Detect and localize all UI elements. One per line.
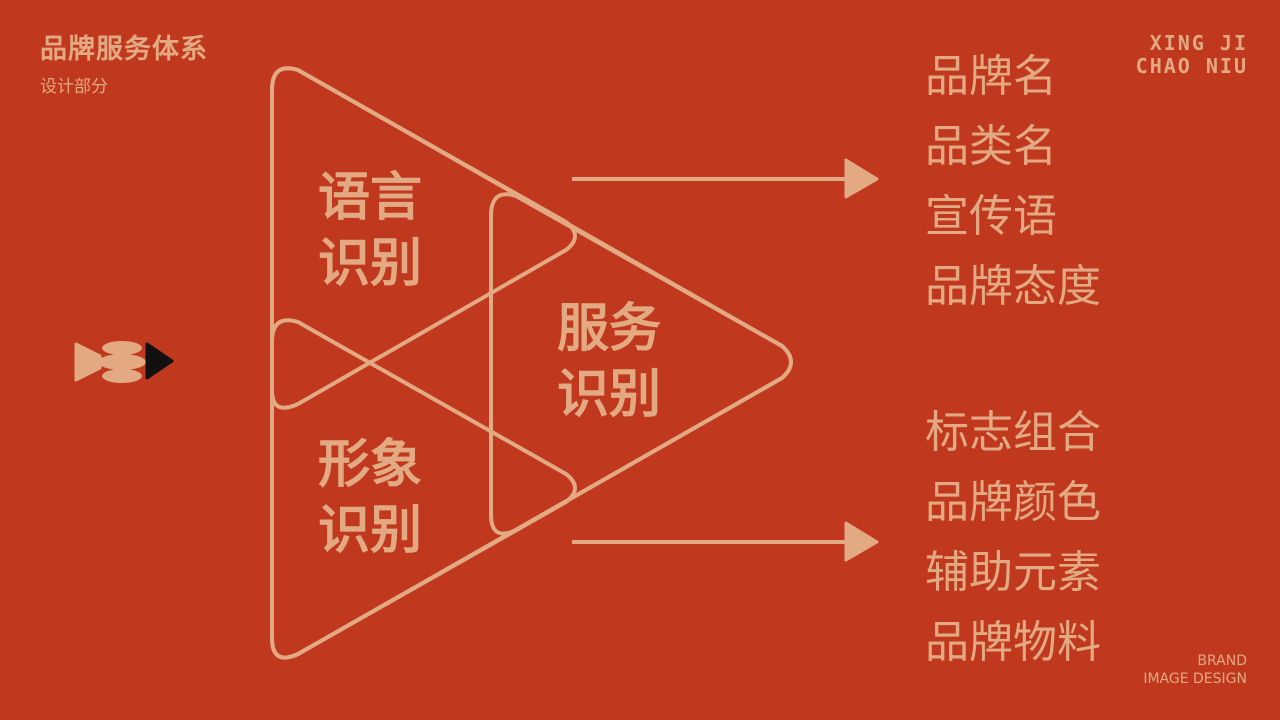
list-item: 品牌颜色	[925, 477, 1101, 528]
language-identity-label: 语言 识别	[318, 165, 422, 297]
image-identity-label: 形象 识别	[318, 432, 422, 564]
footer-line-2: IMAGE DESIGN	[1143, 671, 1247, 687]
language-identity-line-1: 语言	[318, 168, 423, 228]
footer-caption: BRAND IMAGE DESIGN	[1143, 652, 1247, 688]
fish-play-icon	[74, 341, 174, 383]
service-triangle	[489, 192, 793, 536]
logo-line-1: XING JI	[1149, 31, 1248, 55]
service-identity-line-2: 识别	[557, 365, 662, 425]
list-item: 辅助元素	[925, 547, 1101, 598]
outer-triangle	[270, 66, 793, 660]
list-item: 品牌名	[925, 51, 1057, 102]
list-item: 品类名	[925, 121, 1057, 172]
image-identity-line-1: 形象	[318, 435, 423, 495]
page-title: 品牌服务体系	[40, 34, 208, 65]
language-triangle	[270, 66, 577, 410]
arrow-bottom	[572, 521, 879, 562]
image-identity-line-2: 识别	[318, 501, 423, 561]
language-items-list: 品牌名 品类名 宣传语 品牌态度	[925, 42, 1101, 322]
service-identity-label: 服务 识别	[557, 296, 661, 428]
page-subtitle: 设计部分	[40, 77, 108, 97]
logo-line-2: CHAO NIU	[1135, 54, 1248, 78]
image-items-list: 标志组合 品牌颜色 辅助元素 品牌物料	[925, 398, 1101, 678]
language-identity-line-2: 识别	[318, 234, 423, 294]
footer-line-1: BRAND	[1197, 653, 1247, 669]
list-item: 品牌态度	[925, 261, 1101, 312]
list-item: 品牌物料	[925, 617, 1101, 668]
image-triangle	[270, 318, 577, 660]
list-item: 标志组合	[925, 407, 1101, 458]
brand-logo: XING JI CHAO NIU	[1136, 32, 1248, 78]
service-identity-line-1: 服务	[557, 299, 662, 359]
arrow-top	[572, 158, 879, 199]
list-item: 宣传语	[925, 191, 1057, 242]
